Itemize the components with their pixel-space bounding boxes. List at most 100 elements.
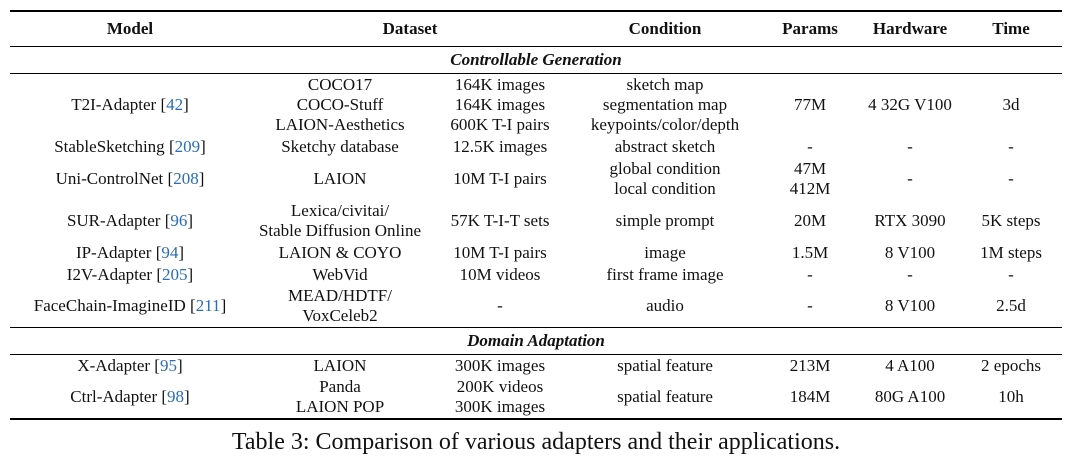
header-dataset: Dataset [250, 10, 571, 47]
condition-cell: spatial feature [570, 376, 761, 420]
model-name: T2I-Adapter [71, 94, 157, 114]
dataset-cell-line: LAION POP [295, 397, 385, 416]
dataset-cell-line: Panda [319, 377, 361, 396]
time-cell: 2.5d [996, 296, 1026, 316]
header-params: Params [760, 10, 861, 47]
table-caption: Table 3: Comparison of various adapters … [231, 429, 841, 455]
params-cell-line: 20M [793, 210, 827, 230]
hardware-cell: 4 32G V100 [868, 94, 952, 114]
params-cell-line: 1.5M [791, 242, 829, 262]
hardware-cell: 4 A100 [885, 355, 935, 375]
size-cell-line: 57K T-I-T sets [450, 210, 550, 230]
params-cell-line: 47M [793, 158, 827, 178]
size-cell-line: 200K videos [456, 377, 544, 396]
condition-cell-line: global condition [609, 158, 721, 178]
hardware-cell: - [907, 136, 913, 156]
condition-cell-line: spatial feature [617, 355, 713, 375]
size-cell: 12.5K images [430, 136, 570, 158]
hardware-cell: RTX 3090 [874, 210, 946, 230]
model-name: Ctrl-Adapter [70, 387, 158, 406]
params-cell: 20M [760, 200, 860, 242]
citation-link[interactable]: 205 [162, 264, 188, 284]
time-cell: 5K steps [981, 210, 1041, 230]
hardware-cell: - [907, 168, 913, 188]
citation-link[interactable]: 42 [166, 94, 184, 114]
time-cell: 2 epochs [981, 355, 1041, 375]
condition-cell: spatial feature [570, 355, 760, 377]
model-cell: X-Adapter [95] [77, 355, 183, 375]
model-name: I2V-Adapter [66, 264, 153, 284]
time-cell: 1M steps [980, 242, 1042, 262]
size-cell: 10M T-I pairs [430, 242, 570, 264]
size-cell: 57K T-I-T sets [430, 200, 570, 242]
size-cell-line: 600K T-I pairs [450, 114, 550, 134]
params-cell-line: - [807, 136, 813, 156]
size-cell: - [430, 286, 570, 328]
params-cell-line: 213M [789, 355, 831, 375]
size-cell-line: 12.5K images [452, 136, 548, 156]
citation-link[interactable]: 208 [173, 168, 199, 188]
model-cell: SUR-Adapter [96] [66, 210, 194, 230]
size-cell-line: 10M videos [459, 264, 541, 284]
condition-cell: audio [570, 286, 760, 328]
params-cell: 184M [760, 376, 861, 420]
model-name: FaceChain-ImagineID [33, 296, 186, 316]
header-hardware: Hardware [860, 10, 961, 47]
dataset-cell: LAION & COYO [250, 242, 430, 264]
section-row: Controllable Generation [10, 46, 1063, 74]
section-title: Controllable Generation [10, 46, 1063, 74]
header-model: Model [10, 10, 250, 47]
model-name: X-Adapter [77, 355, 151, 375]
params-cell-line: 77M [793, 94, 827, 114]
citation-link[interactable]: 98 [167, 387, 185, 406]
section-title: Domain Adaptation [10, 327, 1063, 355]
dataset-cell: LAION [250, 355, 430, 377]
citation-link[interactable]: 209 [174, 136, 201, 156]
model-cell: T2I-Adapter [42] [71, 94, 189, 114]
condition-cell-line: keypoints/color/depth [590, 114, 740, 134]
comparison-table: Model Dataset Condition Params Hardware … [10, 10, 1063, 420]
hardware-cell: 80G A100 [860, 376, 961, 420]
model-cell: Ctrl-Adapter [98] [10, 376, 250, 420]
section-row: Domain Adaptation [10, 327, 1063, 355]
dataset-cell-line: VoxCeleb2 [302, 306, 378, 326]
size-cell: 10M T-I pairs [430, 158, 570, 200]
dataset-cell-line: LAION-Aesthetics [275, 114, 405, 134]
dataset-cell-line: MEAD/HDTF/ [288, 286, 392, 306]
params-cell-line: 184M [789, 387, 831, 406]
params-cell-line: - [807, 264, 813, 284]
condition-cell-line: local condition [614, 178, 716, 198]
citation-link[interactable]: 95 [159, 355, 177, 375]
table-row: FaceChain-ImagineID [211]MEAD/HDTF/VoxCe… [10, 286, 1062, 328]
size-cell: 10M videos [430, 264, 570, 286]
table-row: SUR-Adapter [96]Lexica/civitai/Stable Di… [10, 200, 1062, 242]
condition-cell-line: simple prompt [615, 210, 715, 230]
condition-cell: image [570, 242, 760, 264]
size-cell-line: 300K images [454, 397, 546, 416]
condition-cell-line: image [644, 242, 686, 262]
dataset-cell: MEAD/HDTF/VoxCeleb2 [250, 286, 430, 328]
header-time: Time [960, 10, 1063, 47]
condition-cell-line: spatial feature [617, 387, 713, 406]
hardware-cell: 8 V100 [884, 296, 936, 316]
params-cell: 213M [760, 355, 860, 377]
citation-link[interactable]: 96 [170, 210, 188, 230]
citation-link[interactable]: 94 [161, 242, 179, 262]
citation-link[interactable]: 211 [195, 296, 221, 316]
params-cell-line: 412M [789, 178, 831, 198]
size-cell-line: 164K images [454, 74, 546, 94]
params-cell: - [760, 136, 860, 158]
dataset-cell: LAION [250, 158, 430, 200]
model-cell: I2V-Adapter [205] [66, 264, 194, 284]
dataset-cell-line: LAION [313, 168, 367, 188]
